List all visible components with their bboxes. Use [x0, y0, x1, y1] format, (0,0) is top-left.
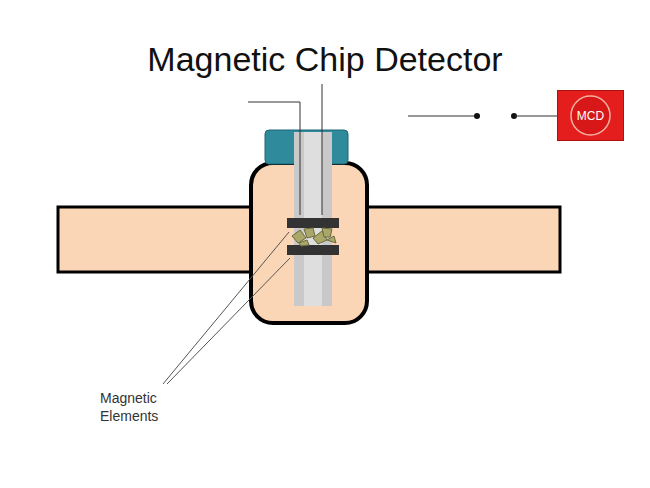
leader-line — [248, 102, 300, 215]
diagram-title: Magnetic Chip Detector — [147, 40, 502, 79]
wire — [515, 116, 557, 117]
magnet — [287, 218, 339, 228]
lamp-text: MCD — [557, 109, 624, 123]
leader-line — [167, 258, 290, 384]
leader-line — [322, 84, 323, 215]
part-label: Magnetic Elements — [100, 390, 180, 425]
chips — [292, 228, 336, 246]
leader-line — [163, 232, 289, 384]
switch-contact — [474, 113, 480, 119]
magnet — [287, 245, 339, 255]
indicator-lamp: MCD — [557, 90, 624, 141]
wire — [408, 116, 476, 117]
